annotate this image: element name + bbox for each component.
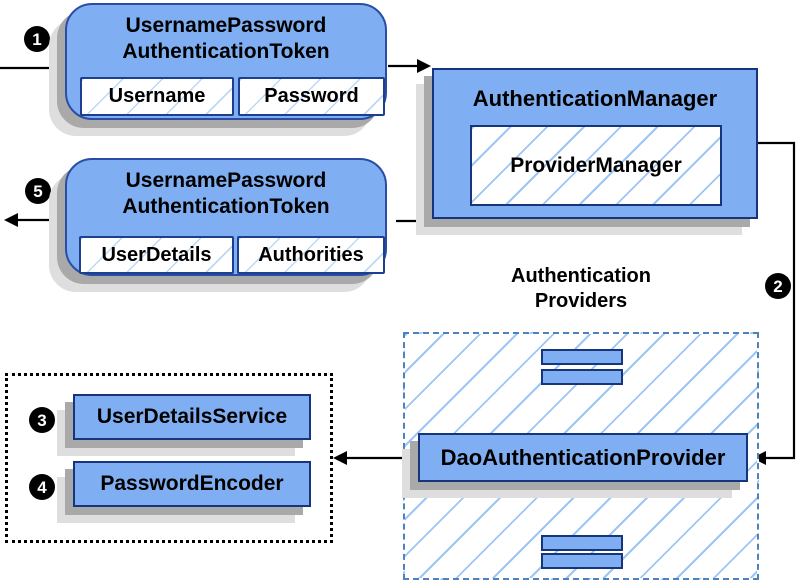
node-authentication-manager: AuthenticationManager ProviderManager xyxy=(432,68,758,219)
step-badge-1: 1 xyxy=(24,26,50,52)
providers-heading-line2: Providers xyxy=(534,290,628,312)
token-result-title: UsernamePassword AuthenticationToken xyxy=(67,160,385,220)
arrow-step5-outgoing xyxy=(4,213,66,227)
token-result-title-line2: AuthenticationToken xyxy=(122,195,330,218)
node-user-details-service: UserDetailsService xyxy=(73,394,311,440)
field-authorities: Authorities xyxy=(237,236,385,274)
token-result-title-line1: UsernamePassword xyxy=(125,169,327,192)
provider-list-item xyxy=(541,349,623,365)
provider-list-item xyxy=(541,369,623,385)
node-token-result: UsernamePassword AuthenticationToken Use… xyxy=(65,158,387,276)
node-dao-authentication-provider: DaoAuthenticationProvider xyxy=(418,433,748,482)
field-username: Username xyxy=(80,77,234,116)
authentication-manager-title: AuthenticationManager xyxy=(472,86,718,111)
token-request-title: UsernamePassword AuthenticationToken xyxy=(67,5,385,65)
services-box xyxy=(5,373,333,543)
token-request-title-line2: AuthenticationToken xyxy=(122,40,330,63)
field-password: Password xyxy=(238,77,385,116)
arrow-token-to-authentication-manager xyxy=(388,59,431,73)
step-badge-2: 2 xyxy=(765,273,791,299)
step-badge-4: 4 xyxy=(29,474,55,500)
node-token-request: UsernamePassword AuthenticationToken Use… xyxy=(65,3,387,120)
provider-list-item xyxy=(541,553,623,569)
provider-list-item xyxy=(541,535,623,551)
providers-heading: Authentication Providers xyxy=(431,264,731,314)
token-request-title-line1: UsernamePassword xyxy=(125,14,327,37)
step-badge-5: 5 xyxy=(25,178,51,204)
providers-heading-line1: Authentication xyxy=(511,265,651,287)
node-password-encoder: PasswordEncoder xyxy=(73,461,311,507)
field-user-details: UserDetails xyxy=(79,236,234,274)
node-provider-manager: ProviderManager xyxy=(470,125,722,206)
step-badge-3: 3 xyxy=(29,407,55,433)
